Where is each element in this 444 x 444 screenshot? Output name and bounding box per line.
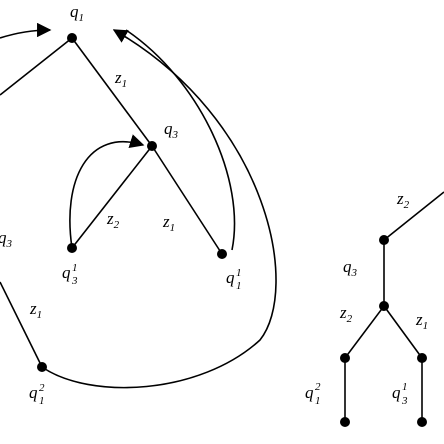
tree-edge-top-in (383, 191, 444, 241)
edge-top-to-mid (71, 37, 153, 147)
label-node-bottom: q 2 1 (29, 382, 45, 407)
label-edge-top-mid: z1 (114, 68, 127, 90)
edge-return-lowright-to-top (125, 29, 236, 251)
tree-node-leaf-right (417, 417, 427, 427)
label-node-low-right: q 1 1 (226, 267, 242, 292)
node-top (67, 33, 77, 43)
svg-text:q: q (305, 383, 314, 402)
svg-text:3: 3 (401, 395, 408, 407)
svg-text:1: 1 (402, 381, 408, 393)
edge-incoming-top (0, 22, 52, 39)
label-edge-mid-lowright: z1 (162, 212, 175, 234)
tree-node-left (340, 353, 350, 363)
node-low-right (217, 249, 227, 259)
label-tree-edge-split-left: z2 (339, 303, 353, 325)
svg-text:2: 2 (39, 382, 45, 394)
svg-text:3: 3 (71, 275, 78, 287)
svg-text:q: q (29, 383, 38, 402)
label-node-top: q1 (70, 2, 84, 24)
left-graph: q1 q3 q3 q 1 3 q 1 1 q 2 1 z1 z2 (0, 2, 277, 407)
label-tree-edge-split-right: z1 (415, 310, 428, 332)
edge-loop-lowleft-to-mid (69, 134, 145, 249)
node-bottom (37, 362, 47, 372)
svg-text:2: 2 (315, 381, 321, 393)
tree-edge-split-left (344, 305, 385, 359)
label-edge-mid-lowleft: z2 (106, 209, 120, 231)
tree-node-top (379, 235, 389, 245)
label-node-edge-left: q3 (0, 228, 13, 250)
svg-text:1: 1 (72, 262, 78, 274)
label-tree-leaf-left: q 2 1 (305, 381, 321, 407)
svg-text:1: 1 (236, 267, 242, 279)
node-mid (147, 141, 157, 151)
right-tree: z2 q3 z2 z1 q 2 1 q 1 3 (305, 189, 444, 427)
svg-text:1: 1 (315, 395, 321, 407)
edge-top-to-left (0, 37, 73, 96)
label-tree-leaf-right: q 1 3 (392, 381, 408, 407)
svg-text:q: q (392, 383, 401, 402)
edge-mid-to-lowright (151, 145, 223, 255)
label-tree-edge-top-in: z2 (396, 189, 410, 211)
svg-text:1: 1 (236, 280, 242, 292)
label-node-mid: q3 (164, 119, 179, 141)
svg-text:1: 1 (39, 395, 45, 407)
label-edge-left-bottom: z1 (29, 299, 42, 321)
svg-text:q: q (62, 263, 71, 282)
edge-left-to-bottom (0, 281, 43, 368)
tree-node-leaf-left (340, 417, 350, 427)
label-node-low-left: q 1 3 (62, 262, 78, 287)
tree-node-split (379, 301, 389, 311)
label-tree-node-vertical: q3 (343, 257, 358, 279)
tree-edge-split-right (383, 305, 423, 359)
edge-return-bottom-to-top (41, 29, 277, 389)
node-low-left (67, 243, 77, 253)
svg-text:q: q (226, 268, 235, 287)
edge-mid-to-lowleft (71, 145, 153, 249)
tree-node-right (417, 353, 427, 363)
